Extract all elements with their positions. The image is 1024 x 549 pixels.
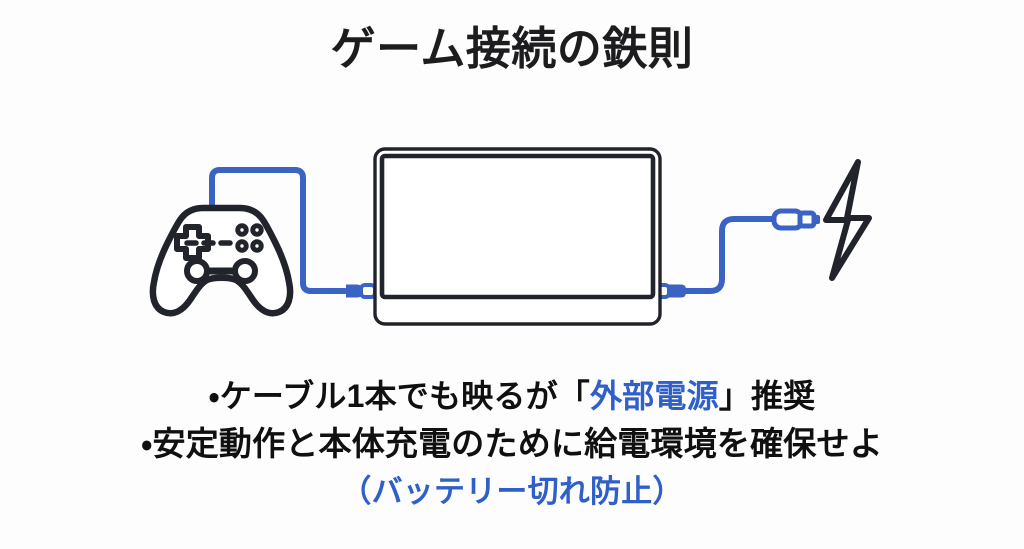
power-plug-icon bbox=[771, 208, 820, 231]
connection-diagram-svg bbox=[149, 147, 872, 326]
usb-c-connector-left-icon bbox=[346, 283, 377, 299]
controller-analog-sticks-icon bbox=[184, 258, 258, 284]
controller-face-buttons-icon bbox=[235, 223, 264, 253]
connection-diagram bbox=[0, 130, 1024, 340]
lightning-bolt-icon bbox=[823, 159, 872, 281]
caption-line-2: ・安定動作と本体充電のために給電環境を確保せよ bbox=[141, 425, 883, 462]
page-title: ゲーム接続の鉄則 bbox=[330, 23, 694, 74]
caption-line-1-prefix: ・ケーブル1本でも映るが「 bbox=[208, 378, 590, 414]
caption-line-1-highlight: 外部電源 bbox=[589, 378, 719, 414]
caption-line-1: ・ケーブル1本でも映るが「外部電源」推奨 bbox=[0, 372, 1024, 420]
cable-monitor-to-power bbox=[680, 216, 775, 294]
game-controller-icon bbox=[149, 204, 294, 317]
cable-controller-to-monitor bbox=[209, 167, 348, 294]
caption-line-1-suffix: 」推奨 bbox=[718, 378, 816, 414]
caption-line-3: （バッテリー切れ防止） bbox=[340, 474, 684, 509]
caption-block: ・ケーブル1本でも映るが「外部電源」推奨 ・安定動作と本体充電のために給電環境を… bbox=[0, 372, 1024, 516]
portable-monitor-icon bbox=[373, 147, 662, 326]
